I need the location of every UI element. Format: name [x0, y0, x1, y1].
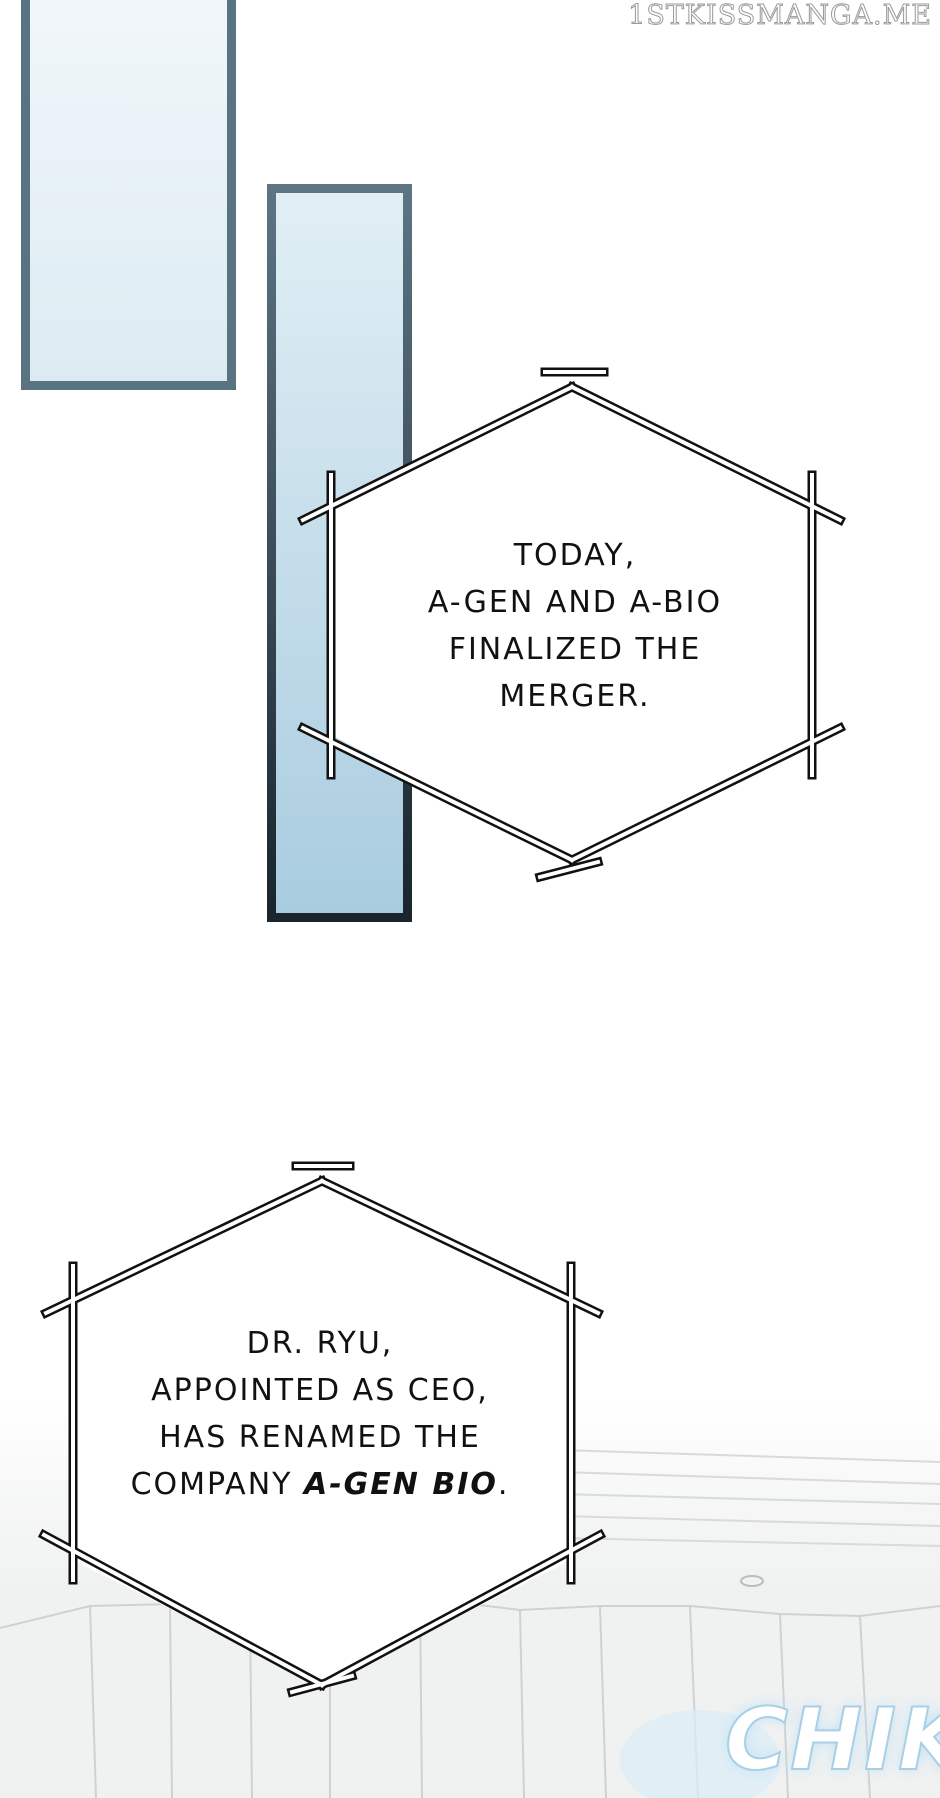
caption-text-merger: TODAY, A-GEN AND A-BIO FINALIZED THE MER…: [410, 532, 740, 720]
caption-line: A-GEN AND A-BIO: [427, 585, 723, 620]
hexagon-frame-bottom: [37, 1161, 607, 1698]
caption-line: TODAY,: [513, 538, 637, 573]
site-watermark: 1STKISSMANGA.ME: [628, 0, 932, 32]
lab-structure: [0, 1449, 940, 1798]
sound-effect-text: CHIK: [724, 1689, 940, 1791]
caption-line: HAS RENAMED THE: [159, 1420, 481, 1455]
caption-prefix: COMPANY: [130, 1467, 305, 1502]
window-panel-left: [21, 0, 236, 390]
caption-line: FINALIZED THE: [448, 632, 702, 667]
hexagon-frame-top: [296, 367, 847, 883]
caption-suffix: .: [497, 1467, 510, 1502]
caption-line: DR. RYU,: [246, 1326, 394, 1361]
company-name-emphasis: A-GEN BIO: [304, 1467, 498, 1502]
caption-line-company: COMPANY A-GEN BIO.: [120, 1461, 520, 1508]
caption-line: MERGER.: [499, 679, 651, 714]
caption-text-ceo: DR. RYU, APPOINTED AS CEO, HAS RENAMED T…: [120, 1320, 520, 1508]
caption-line: APPOINTED AS CEO,: [151, 1373, 489, 1408]
